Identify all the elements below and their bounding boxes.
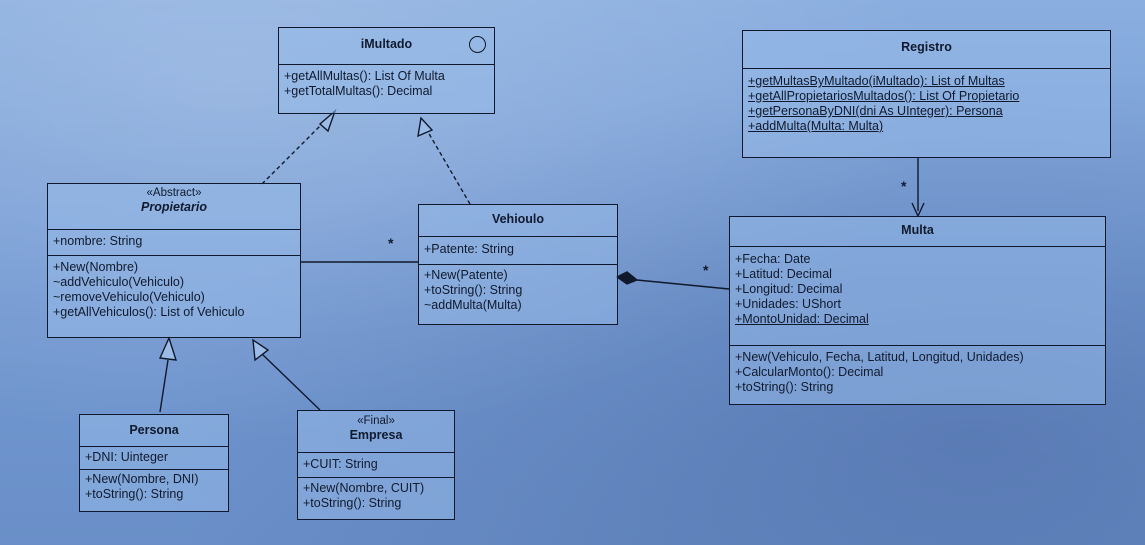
attribute: +Latitud: Decimal	[735, 267, 832, 281]
methods-section: +New(Vehiculo, Fecha, Latitud, Longitud,…	[730, 346, 1105, 397]
class-multa[interactable]: Multa +Fecha: Date +Latitud: Decimal +Lo…	[729, 216, 1106, 405]
method: +New(Nombre)	[53, 260, 139, 274]
generalization-arrowhead	[158, 336, 177, 361]
attribute: +DNI: Uinteger	[85, 450, 169, 464]
generalization-empresa-propietario	[261, 353, 321, 411]
attribute: +MontoUnidad: Decimal	[735, 312, 869, 326]
class-header: iMultado	[279, 28, 494, 65]
method: +New(Vehiculo, Fecha, Latitud, Longitud,…	[735, 350, 1024, 364]
methods-section: +getMultasByMultado(iMultado): List of M…	[743, 69, 1110, 136]
method: ~addMulta(Multa)	[424, 298, 522, 312]
attribute: +Fecha: Date	[735, 252, 811, 266]
attribute: +nombre: String	[53, 234, 143, 248]
realization-arrowhead	[318, 108, 337, 133]
class-name: Persona	[129, 423, 179, 437]
class-name: Propietario	[141, 200, 207, 214]
stereotype-label: «Abstract»	[146, 187, 202, 199]
class-empresa[interactable]: «Final» Empresa +CUIT: String +New(Nombr…	[297, 410, 455, 520]
interface-circle-icon	[469, 36, 486, 53]
method: +CalcularMonto(): Decimal	[735, 365, 884, 379]
realization-propietario-imultado	[261, 115, 331, 185]
class-header: «Final» Empresa	[298, 411, 454, 453]
attributes-section: +Patente: String	[419, 237, 617, 265]
method: +New(Nombre, CUIT)	[303, 481, 425, 495]
method: +toString(): String	[85, 487, 184, 501]
method: +New(Patente)	[424, 268, 508, 282]
generalization-arrowhead	[252, 338, 270, 362]
attribute: +Longitud: Decimal	[735, 282, 843, 296]
class-header: Registro	[743, 31, 1110, 69]
method: ~removeVehiculo(Vehiculo)	[53, 290, 205, 304]
class-name: Empresa	[349, 428, 403, 442]
stereotype-label: «Final»	[357, 415, 395, 427]
attributes-section: +CUIT: String	[298, 453, 454, 478]
realization-arrowhead	[417, 116, 434, 138]
methods-section: +getAllMultas(): List Of Multa +getTotal…	[279, 65, 494, 101]
class-header: «Abstract» Propietario	[48, 184, 300, 230]
class-persona[interactable]: Persona +DNI: Uinteger +New(Nombre, DNI)…	[79, 414, 229, 512]
class-header: Persona	[80, 415, 228, 447]
methods-section: +New(Nombre, CUIT) +toString(): String	[298, 478, 454, 513]
methods-section: +New(Nombre, DNI) +toString(): String	[80, 470, 228, 504]
methods-section: +New(Nombre) ~addVehiculo(Vehiculo) ~rem…	[48, 256, 300, 322]
method: +toString(): String	[424, 283, 523, 297]
method: +toString(): String	[303, 496, 402, 510]
multiplicity-registro-multa: *	[901, 178, 907, 194]
method: +getPersonaByDNI(dni As UInteger): Perso…	[748, 104, 1003, 118]
method: +getAllPropietariosMultados(): List Of P…	[748, 89, 1020, 103]
class-name: Multa	[901, 223, 934, 237]
composition-diamond	[615, 271, 639, 285]
attributes-section: +Fecha: Date +Latitud: Decimal +Longitud…	[730, 247, 1105, 346]
attribute: +CUIT: String	[303, 457, 378, 471]
method: +getMultasByMultado(iMultado): List of M…	[748, 74, 1005, 88]
class-header: Vehioulo	[419, 205, 617, 237]
class-registro[interactable]: Registro +getMultasByMultado(iMultado): …	[742, 30, 1111, 158]
class-header: Multa	[730, 217, 1105, 247]
attribute: +Unidades: UShort	[735, 297, 841, 311]
attributes-section: +DNI: Uinteger	[80, 447, 228, 470]
class-name: iMultado	[360, 37, 413, 51]
class-vehiculo[interactable]: Vehioulo +Patente: String +New(Patente) …	[418, 204, 618, 325]
class-propietario[interactable]: «Abstract» Propietario +nombre: String +…	[47, 183, 301, 338]
method: +toString(): String	[735, 380, 834, 394]
method: +New(Nombre, DNI)	[85, 472, 199, 486]
multiplicity-vehiculo-multa: *	[703, 262, 709, 278]
class-name: Registro	[901, 40, 952, 54]
method: ~addVehiculo(Vehiculo)	[53, 275, 184, 289]
class-name: Vehioulo	[491, 212, 545, 226]
methods-section: +New(Patente) +toString(): String ~addMu…	[419, 265, 617, 315]
method: +getAllVehiculos(): List of Vehiculo	[53, 305, 245, 319]
class-imultado[interactable]: iMultado +getAllMultas(): List Of Multa …	[278, 27, 495, 114]
method: +getTotalMultas(): Decimal	[284, 84, 433, 98]
realization-vehiculo-imultado	[427, 131, 471, 205]
attributes-section: +nombre: String	[48, 230, 300, 256]
method: +getAllMultas(): List Of Multa	[284, 69, 445, 83]
method: +addMulta(Multa: Multa)	[748, 119, 884, 133]
composition-vehiculo-multa	[636, 279, 730, 290]
generalization-persona-propietario	[159, 359, 169, 413]
multiplicity-propietario-vehiculo: *	[388, 235, 394, 251]
attribute: +Patente: String	[424, 242, 514, 256]
